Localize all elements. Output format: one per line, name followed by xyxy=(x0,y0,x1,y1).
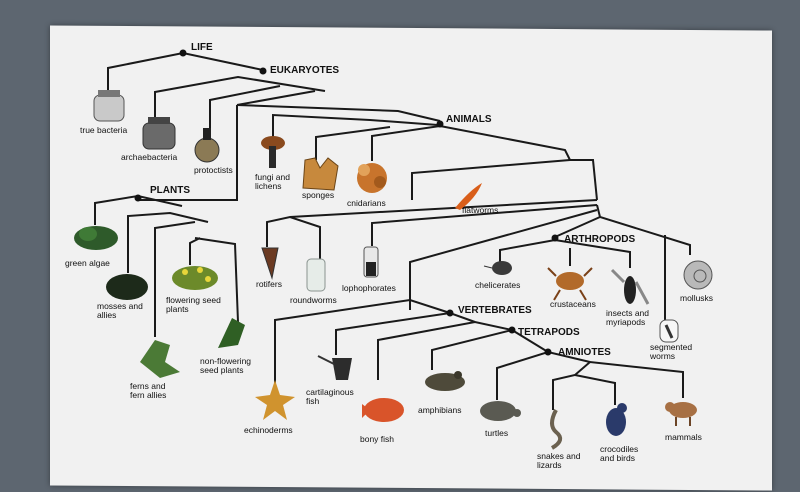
bird-icon xyxy=(606,403,627,436)
label-crocodiles-2: and birds xyxy=(600,453,635,463)
label-archaebacteria: archaebacteria xyxy=(121,152,178,162)
tree-nodes xyxy=(134,49,559,356)
chelicerate-icon xyxy=(483,261,512,275)
label-segmented-1: segmented xyxy=(650,342,692,352)
label-fungi-1: fungi and xyxy=(255,172,290,182)
label-mollusks: mollusks xyxy=(680,293,713,303)
protoctist-flask-icon xyxy=(194,128,220,163)
node-tetrapods xyxy=(508,326,516,334)
node-amniotes xyxy=(544,348,552,356)
sponge-icon xyxy=(302,157,339,191)
label-flowering-1: flowering seed xyxy=(166,295,221,305)
label-insects-2: myriapods xyxy=(606,317,645,327)
label-amphibians: amphibians xyxy=(418,405,461,415)
group-labels: LIFE EUKARYOTES ANIMALS PLANTS ARTHROPOD… xyxy=(150,42,635,358)
label-rotifers: rotifers xyxy=(256,279,282,289)
conifer-sprig-icon xyxy=(218,318,245,348)
label-vertebrates: VERTEBRATES xyxy=(458,305,532,316)
label-cartilaginous-2: fish xyxy=(306,396,320,406)
archaebacteria-jar-icon xyxy=(142,117,176,150)
fern-icon xyxy=(140,340,180,378)
label-ferns-1: ferns and xyxy=(130,381,166,391)
frog-icon xyxy=(425,371,465,391)
ray-fish-icon xyxy=(317,355,352,380)
organism-labels: true bacteria archaebacteria protoctists… xyxy=(65,125,713,470)
label-animals: ANIMALS xyxy=(446,114,492,125)
flatworm-icon xyxy=(455,183,482,210)
label-turtles: turtles xyxy=(485,428,508,438)
node-life xyxy=(179,49,187,57)
label-snakes-1: snakes and xyxy=(537,451,581,461)
label-plants: PLANTS xyxy=(150,185,190,196)
node-vertebrates xyxy=(446,309,454,317)
label-cartilaginous-1: cartilaginous xyxy=(306,387,354,397)
label-ferns-2: fern allies xyxy=(130,390,166,400)
bony-fish-icon xyxy=(362,398,404,422)
turtle-icon xyxy=(480,401,521,421)
starfish-icon xyxy=(255,380,295,420)
label-insects-1: insects and xyxy=(606,308,649,318)
lophophorate-tube-icon xyxy=(363,246,379,278)
label-flatworms: flatworms xyxy=(462,205,498,215)
node-eukaryotes xyxy=(259,67,267,75)
label-arthropods: ARTHROPODS xyxy=(564,234,635,245)
label-mammals: mammals xyxy=(665,432,702,442)
label-nonflowering-2: seed plants xyxy=(200,365,243,375)
node-arthropods xyxy=(551,234,559,242)
node-plants xyxy=(134,194,142,202)
snail-shell-icon xyxy=(683,260,713,290)
label-crocodiles-1: crocodiles xyxy=(600,444,638,454)
label-amniotes: AMNIOTES xyxy=(558,347,611,358)
label-roundworms: roundworms xyxy=(290,295,337,305)
label-tetrapods: TETRAPODS xyxy=(518,327,580,338)
label-life: LIFE xyxy=(191,42,213,53)
label-lophophorates: lophophorates xyxy=(342,283,396,293)
label-green-algae: green algae xyxy=(65,258,110,268)
label-cnidarians: cnidarians xyxy=(347,198,386,208)
label-fungi-2: lichens xyxy=(255,181,281,191)
label-snakes-2: lizards xyxy=(537,460,562,470)
mammal-icon xyxy=(665,402,697,426)
crustacean-icon xyxy=(547,267,593,301)
label-echinoderms: echinoderms xyxy=(244,425,293,435)
flowering-plant-icon xyxy=(172,266,218,290)
moss-icon xyxy=(106,274,148,300)
label-true-bacteria: true bacteria xyxy=(80,125,128,135)
tree-branches xyxy=(94,51,691,410)
label-sponges: sponges xyxy=(302,190,334,200)
label-segmented-2: worms xyxy=(649,351,675,361)
rotifer-icon xyxy=(261,247,279,280)
label-bony-fish: bony fish xyxy=(360,434,394,444)
bacteria-jar-icon xyxy=(93,90,125,122)
label-chelicerates: chelicerates xyxy=(475,280,520,290)
label-eukaryotes: EUKARYOTES xyxy=(270,65,339,76)
segmented-worm-icon xyxy=(659,319,679,343)
mushroom-icon xyxy=(261,136,285,168)
label-mosses-2: allies xyxy=(97,310,116,320)
green-algae-icon xyxy=(74,226,118,250)
label-protoctists: protoctists xyxy=(194,165,233,175)
snake-icon xyxy=(550,409,563,450)
roundworm-vial-icon xyxy=(306,258,326,292)
label-nonflowering-1: non-flowering xyxy=(200,356,251,366)
node-animals xyxy=(436,120,444,128)
label-flowering-2: plants xyxy=(166,304,189,314)
cnidarian-icon xyxy=(357,163,387,193)
insect-icon xyxy=(610,268,650,305)
label-mosses-1: mosses and xyxy=(97,301,143,311)
organism-pictures xyxy=(74,90,713,450)
label-crustaceans: crustaceans xyxy=(550,299,596,309)
